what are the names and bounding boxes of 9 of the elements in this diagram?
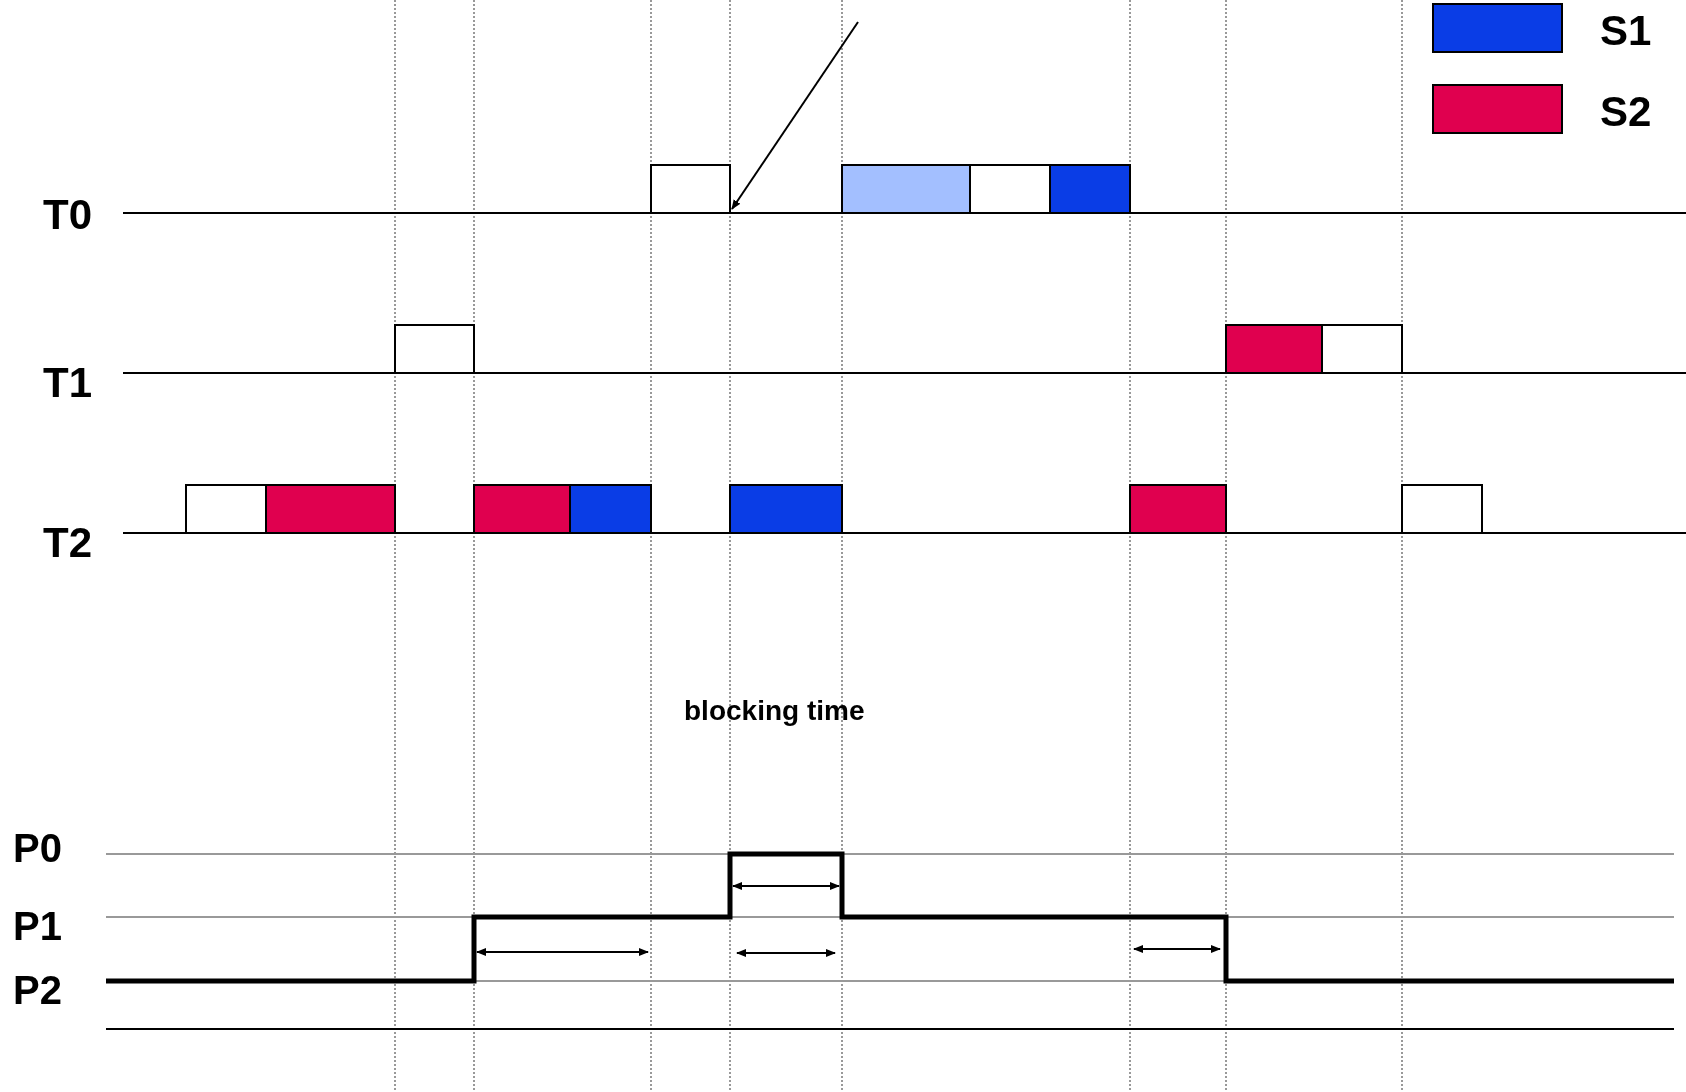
annotation-text: blocking time bbox=[684, 697, 865, 725]
row-label: P2 bbox=[13, 970, 62, 1010]
legend-label: S2 bbox=[1600, 91, 1652, 133]
legend-label: S1 bbox=[1600, 10, 1652, 52]
row-label: P1 bbox=[13, 906, 62, 946]
row-label: P0 bbox=[13, 828, 62, 868]
row-label: T1 bbox=[43, 362, 92, 404]
row-label: T0 bbox=[43, 194, 92, 236]
row-label: T2 bbox=[43, 522, 92, 564]
